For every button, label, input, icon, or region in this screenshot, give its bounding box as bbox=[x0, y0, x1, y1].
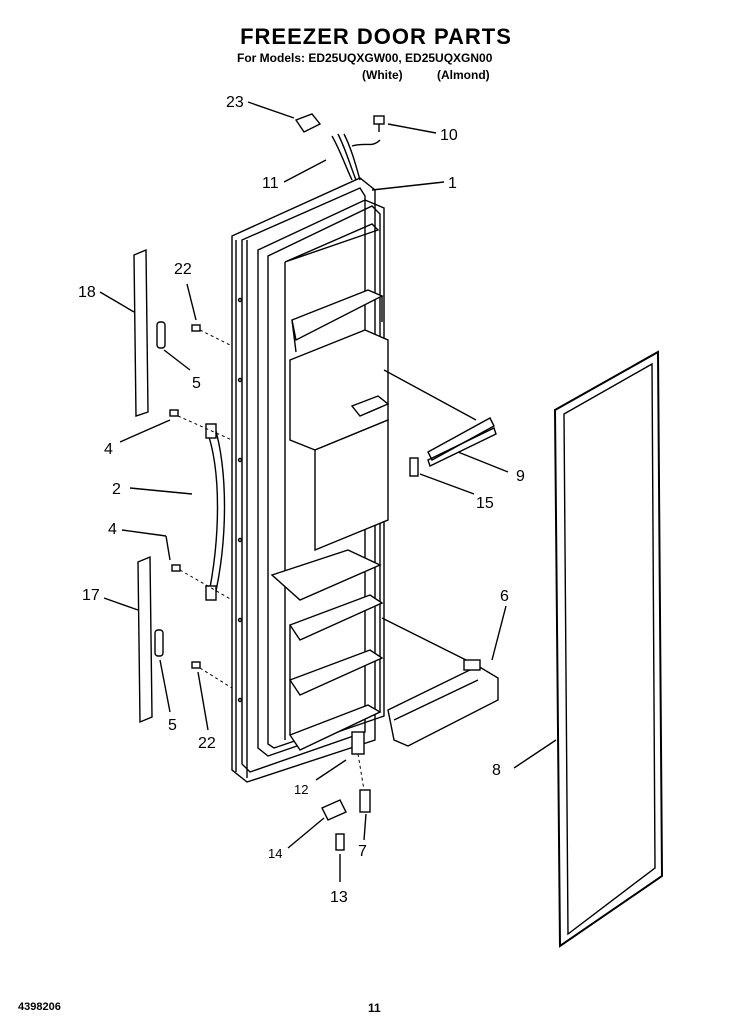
callout-1: 1 bbox=[448, 175, 457, 192]
handle-clip-lower bbox=[154, 629, 164, 657]
callout-22-lower: 22 bbox=[198, 735, 216, 752]
screw-10 bbox=[373, 115, 385, 132]
upper-trim-strip bbox=[133, 248, 149, 417]
callout-8: 8 bbox=[492, 762, 501, 779]
callout-2: 2 bbox=[112, 481, 121, 498]
freezer-door-panel bbox=[231, 177, 390, 783]
callout-15: 15 bbox=[476, 495, 494, 512]
door-bin bbox=[381, 617, 499, 747]
document-number: 4398206 bbox=[18, 1001, 61, 1013]
screw-13 bbox=[335, 833, 345, 851]
page-title: FREEZER DOOR PARTS bbox=[240, 24, 512, 49]
callout-23: 23 bbox=[226, 94, 244, 111]
callout-11: 11 bbox=[262, 175, 279, 192]
callout-14: 14 bbox=[268, 846, 282, 861]
callout-22-upper: 22 bbox=[174, 261, 192, 278]
screw-4-lower bbox=[171, 564, 233, 601]
door-gasket bbox=[553, 350, 664, 948]
hinge-bracket bbox=[351, 731, 365, 791]
callout-4-lower: 4 bbox=[108, 521, 117, 538]
page-number: 11 bbox=[368, 1001, 381, 1015]
hinge-pin bbox=[359, 789, 371, 813]
wire-connector bbox=[294, 113, 322, 133]
trim-clip bbox=[409, 457, 419, 477]
hinge-cap bbox=[321, 799, 347, 821]
callout-17: 17 bbox=[82, 587, 100, 604]
leader-lines bbox=[99, 101, 557, 882]
handle-clip-upper bbox=[156, 321, 166, 349]
callout-4-upper: 4 bbox=[104, 441, 113, 458]
screw-22-upper bbox=[191, 324, 233, 347]
callout-13: 13 bbox=[330, 889, 348, 906]
models-line: For Models: ED25UQXGW00, ED25UQXGN00 bbox=[237, 51, 493, 65]
callout-10: 10 bbox=[440, 127, 458, 144]
callout-5-lower: 5 bbox=[168, 717, 177, 734]
callout-12: 12 bbox=[294, 782, 308, 797]
lower-trim-strip bbox=[137, 555, 153, 724]
callout-9: 9 bbox=[516, 468, 525, 485]
variant-almond-label: (Almond) bbox=[437, 68, 490, 82]
screw-4-upper bbox=[169, 409, 233, 441]
callout-7: 7 bbox=[358, 843, 367, 860]
shelf-trim bbox=[383, 369, 497, 467]
variant-white-label: (White) bbox=[362, 68, 403, 82]
screw-22-lower bbox=[191, 661, 233, 689]
door-handle bbox=[205, 423, 226, 601]
callout-6: 6 bbox=[500, 588, 509, 605]
callout-5-upper: 5 bbox=[192, 375, 201, 392]
callout-18: 18 bbox=[78, 284, 96, 301]
wire-harness bbox=[331, 133, 381, 181]
